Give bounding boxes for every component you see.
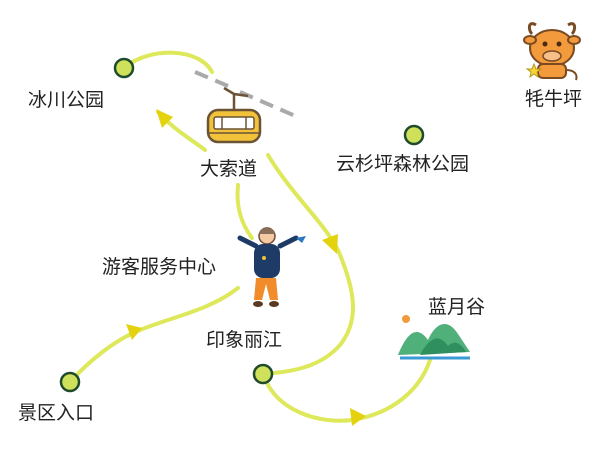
- arrow-toward-visitor: [126, 324, 142, 340]
- node-impression: [252, 363, 274, 385]
- cableway-line: [194, 70, 301, 120]
- route-glacier-loop: [122, 50, 214, 74]
- label-lanyue-valley: 蓝月谷: [428, 296, 486, 318]
- node-entrance: [59, 371, 81, 393]
- label-yak-meadow: 牦牛坪: [525, 88, 583, 110]
- mountain-icon: [398, 315, 470, 360]
- cable-car-icon: [206, 86, 262, 144]
- route-arrows: [126, 109, 366, 426]
- route-cableway-to-tourist: [235, 183, 254, 240]
- label-visitor-center: 游客服务中心: [102, 256, 217, 278]
- route-nodes: [59, 57, 425, 393]
- label-glacier-park: 冰川公园: [28, 89, 105, 111]
- route-lines: [68, 50, 432, 423]
- label-impression-lijiang: 印象丽江: [206, 329, 283, 351]
- route-cableway-to-impression: [261, 153, 355, 376]
- node-glacier-park: [113, 57, 135, 79]
- yak-icon: [523, 22, 581, 81]
- tourist-icon: [237, 227, 306, 307]
- arrow-toward-lanyue: [350, 408, 366, 426]
- label-big-cableway: 大索道: [200, 158, 258, 180]
- label-yunshanping-park: 云杉坪森林公园: [336, 153, 470, 175]
- label-scenic-entrance: 景区入口: [18, 402, 95, 424]
- node-yunshanping: [403, 124, 425, 146]
- arrow-to-glacier: [156, 109, 173, 128]
- arrow-descending: [322, 234, 338, 254]
